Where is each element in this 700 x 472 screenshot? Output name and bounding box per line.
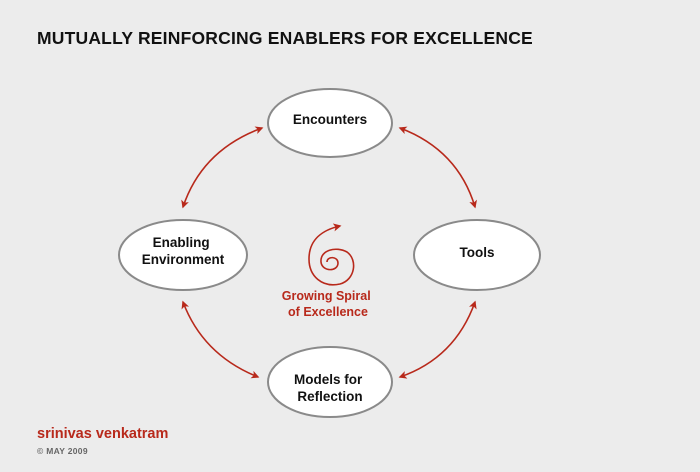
node-tools-label-1: Tools [460,245,495,260]
arrow-models-environment [181,300,260,379]
node-models-label-2: Reflection [297,389,362,404]
node-tools-shape [413,219,541,291]
node-environment-shape [118,219,248,291]
spiral-label-2: of Excellence [288,305,368,319]
node-encounters-label-1: Encounters [293,112,367,127]
node-enabling-environment: Enabling Environment [118,219,248,291]
arrow-tools-models [398,300,477,379]
svg-text:Growing Spiral of Exce: Growing Spiral of Excellence [282,289,374,319]
page-title: MUTUALLY REINFORCING ENABLERS FOR EXCELL… [37,28,533,48]
node-encounters: Encounters [267,88,393,158]
arrow-environment-encounters [181,126,264,209]
svg-text:Encounters: Encounters [293,112,367,127]
svg-text:Models for Reflection: Models for Reflection [294,372,366,404]
copyright-notice: © MAY 2009 [37,446,88,456]
node-environment-label-1: Enabling [153,235,210,250]
node-encounters-shape [267,88,393,158]
node-tools: Tools [413,219,541,291]
arrow-encounters-tools [398,126,477,209]
spiral-label-1: Growing Spiral [282,289,371,303]
node-environment-label-2: Environment [142,252,225,267]
node-models-for-reflection: Models for Reflection [267,346,393,418]
node-models-label-1: Models for [294,372,363,387]
svg-text:Tools: Tools [460,245,495,260]
growing-spiral: Growing Spiral of Excellence [282,223,374,319]
node-models-shape [267,346,393,418]
connection-arrows [181,126,477,379]
svg-text:Enabling Environment: Enabling Environment [142,235,225,267]
spiral-arrow-icon [308,223,355,286]
author-signature: srinivas venkatram [37,426,169,442]
